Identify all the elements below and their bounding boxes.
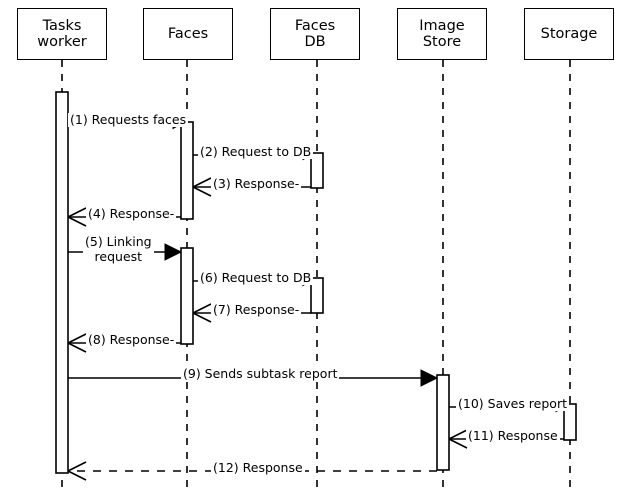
act-tasks-worker[interactable] (55, 91, 69, 474)
message-label-11: (11) Response (466, 428, 560, 443)
participant-label: Faces (168, 26, 208, 42)
message-label-1: (1) Requests faces (68, 112, 189, 127)
participant-label-line1: Faces (167, 26, 209, 42)
act-faces-db-1[interactable] (310, 152, 324, 189)
participant-label: Storage (541, 26, 598, 42)
message-label-3: (3) Response- (211, 176, 302, 191)
message-label-5-line2: request (94, 249, 143, 264)
message-label-10: (10) Saves report (456, 396, 569, 411)
message-label-2: (2) Request to DB (198, 144, 314, 159)
participant-box-image-store[interactable]: Image Store (397, 8, 487, 60)
participant-label-line1: Image (419, 18, 465, 34)
participant-label-line2: worker (37, 34, 87, 50)
message-label-5: (5) Linking request (83, 234, 154, 264)
participant-label: Tasks worker (37, 18, 86, 50)
act-faces-db-2[interactable] (310, 277, 324, 314)
participant-label: Faces DB (295, 18, 335, 50)
act-faces-2[interactable] (180, 247, 194, 345)
message-label-4: (4) Response- (86, 206, 177, 221)
message-label-9: (9) Sends subtask report (181, 366, 340, 381)
message-label-6: (6) Request to DB (198, 270, 314, 285)
participant-label-line1: Faces (294, 18, 336, 34)
act-faces-1[interactable] (180, 121, 194, 220)
activations-group (55, 91, 577, 474)
message-label-12: (12) Response (211, 460, 305, 475)
participant-box-tasks-worker[interactable]: Tasks worker (17, 8, 107, 60)
message-label-7: (7) Response- (211, 302, 302, 317)
act-storage[interactable] (563, 403, 577, 441)
participant-label-line1: Storage (540, 26, 598, 42)
act-image-store[interactable] (436, 374, 450, 471)
participant-label-line2: DB (304, 34, 326, 50)
participant-box-faces-db[interactable]: Faces DB (270, 8, 360, 60)
participant-label: Image Store (419, 18, 464, 50)
message-arrowhead-9 (420, 369, 439, 387)
message-label-5-line1: (5) Linking (85, 234, 152, 249)
message-arrowhead-5 (164, 243, 183, 261)
participant-box-storage[interactable]: Storage (524, 8, 614, 60)
participant-label-line2: Store (422, 34, 462, 50)
participant-box-faces[interactable]: Faces (143, 8, 233, 60)
message-label-8: (8) Response- (86, 332, 177, 347)
participant-label-line1: Tasks (42, 18, 82, 34)
